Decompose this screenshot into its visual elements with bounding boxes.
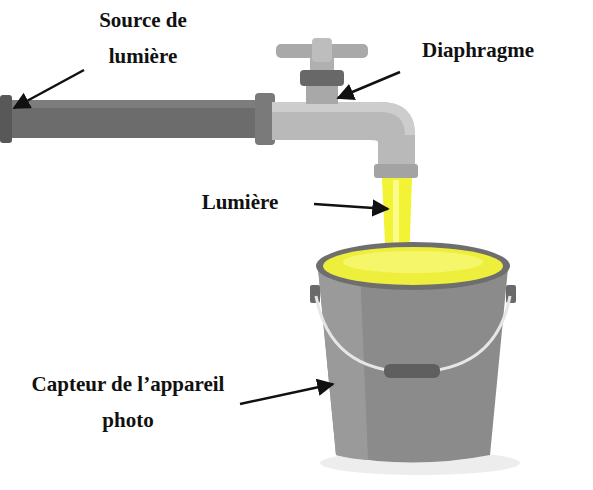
tap-highlight xyxy=(272,102,415,135)
leader-arrow xyxy=(338,72,400,98)
tap-body xyxy=(272,102,415,168)
bucket-rim xyxy=(316,242,510,290)
bucket-shade xyxy=(318,268,368,460)
leader-arrow xyxy=(240,384,333,404)
pipe-cap xyxy=(0,95,12,143)
handle-mount xyxy=(506,285,516,303)
callout-label: Diaphragme xyxy=(393,32,563,68)
leader-arrow xyxy=(314,204,388,209)
leader-arrow xyxy=(14,70,84,108)
valve-handle-center xyxy=(312,38,332,62)
handle-grip xyxy=(384,364,440,378)
valve-base xyxy=(306,86,338,104)
callout-label: Source de lumière xyxy=(78,2,208,74)
liquid-highlight xyxy=(343,251,483,273)
pipe-highlight xyxy=(0,100,262,108)
bucket-body xyxy=(318,268,508,463)
callout-label: Lumière xyxy=(170,184,310,220)
tap-nozzle xyxy=(374,164,418,178)
handle-mount xyxy=(310,285,320,303)
bucket-handle xyxy=(316,296,510,372)
pipe xyxy=(0,100,262,138)
valve-collar xyxy=(300,70,344,86)
bucket-liquid xyxy=(323,247,503,285)
callout-label: Capteur de l’appareil photo xyxy=(16,366,241,438)
